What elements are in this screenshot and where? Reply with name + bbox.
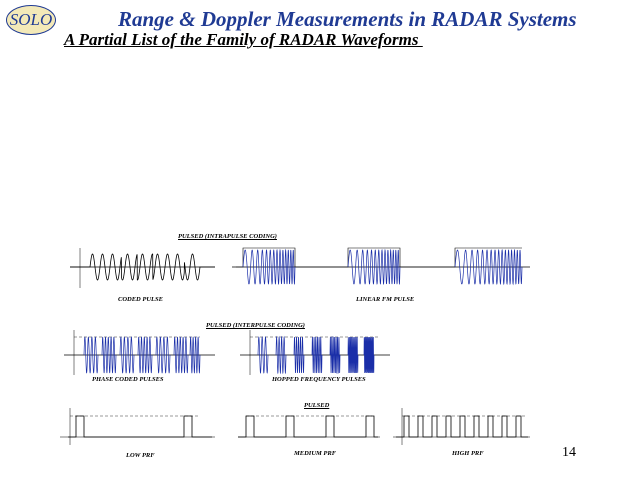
caption-medium-prf: MEDIUM PRF — [294, 450, 337, 457]
slide-title: Range & Doppler Measurements in RADAR Sy… — [118, 7, 577, 31]
hopped-frequency-waveform — [257, 335, 375, 375]
phase-coded-plot — [64, 330, 215, 375]
low-prf-plot — [60, 408, 215, 445]
label-pulsed: PULSED — [304, 402, 330, 409]
caption-linear-fm-pulse: LINEAR FM PULSE — [356, 296, 415, 303]
linear-fm-plot — [232, 247, 530, 286]
label-interpulse-coding: PULSED (INTERPULSE CODING) — [206, 322, 305, 329]
high-prf-pulse-train — [396, 415, 528, 438]
linear-fm-pulse-1 — [242, 248, 296, 285]
high-prf-plot — [393, 408, 530, 445]
caption-hopped-frequency-pulses: HOPPED FREQUENCY PULSES — [272, 376, 366, 383]
linear-fm-pulse-2 — [347, 248, 401, 285]
phase-coded-waveform — [83, 336, 201, 374]
coded-pulse-plot — [70, 248, 215, 288]
solo-logo: SOLO — [6, 5, 56, 35]
page-number: 14 — [562, 445, 576, 460]
label-intrapulse-coding: PULSED (INTRAPULSE CODING) — [178, 233, 277, 240]
slide-subtitle: A Partial List of the Family of RADAR Wa… — [64, 30, 423, 49]
caption-high-prf: HIGH PRF — [452, 450, 484, 457]
caption-phase-coded-pulses: PHASE CODED PULSES — [92, 376, 164, 383]
caption-low-prf: LOW PRF — [126, 452, 155, 459]
linear-fm-pulse-3 — [454, 248, 523, 286]
medium-prf-pulse-train — [238, 415, 378, 438]
medium-prf-plot — [238, 415, 380, 438]
caption-coded-pulse: CODED PULSE — [118, 296, 163, 303]
hopped-frequency-plot — [240, 330, 390, 375]
coded-pulse-waveform — [70, 253, 215, 281]
low-prf-pulse-train — [68, 415, 212, 438]
